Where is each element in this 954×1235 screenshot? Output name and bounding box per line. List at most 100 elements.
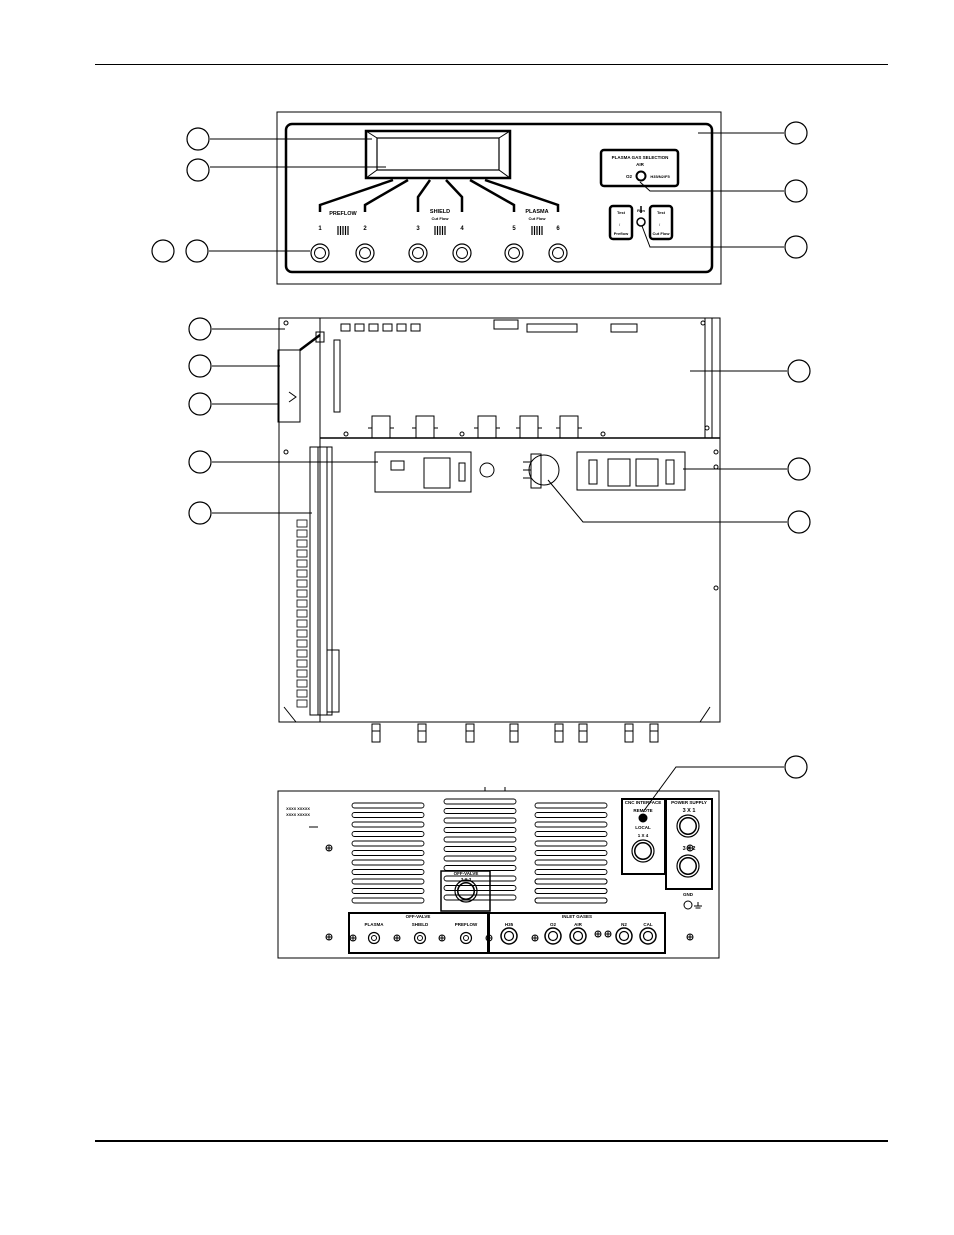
vent-slot: [534, 878, 608, 885]
preflow-label: PREFLOW: [329, 211, 357, 217]
callout-circle: [151, 239, 175, 263]
gauge-number: 1: [318, 226, 322, 232]
callout-circle: [188, 501, 212, 525]
vent-slot: [443, 865, 517, 871]
shield-sub: Cut Flow: [432, 216, 450, 221]
off-valve-port-preflow: PREFLOW: [455, 922, 478, 927]
gas-fitting: [371, 723, 381, 743]
pressure-gauge: [452, 243, 472, 263]
pressure-gauge: [355, 243, 375, 263]
solenoid-valve: [477, 415, 497, 439]
vent-slot: [443, 827, 517, 833]
heatsink-fin: [296, 589, 308, 598]
solenoid-valve: [371, 415, 391, 439]
gas-fitting: [578, 723, 588, 743]
vent-slot: [351, 869, 425, 875]
ps-connector-2: [676, 854, 700, 878]
relay-block: [576, 451, 686, 491]
off-valve-port-plasma: PLASMA: [365, 922, 385, 927]
callout-leader: [547, 479, 787, 523]
cable-clip: [277, 349, 301, 423]
gas-fitting: [554, 723, 564, 743]
pressure-gauge-bezel: [359, 247, 371, 259]
vent-slot: [443, 798, 517, 805]
ps-connector-1-pins: [679, 817, 697, 835]
inlet-port-inner: [618, 930, 630, 942]
inlet-port: [500, 927, 518, 945]
vent-slot: [443, 846, 517, 852]
test-preflow-box: [608, 204, 634, 241]
gauge-number: 4: [460, 226, 464, 232]
vent-slot: [443, 875, 517, 882]
vent-slot: [351, 821, 425, 828]
callout-leader: [641, 225, 784, 248]
inlet-port: [569, 927, 587, 945]
screw: [283, 449, 289, 455]
callout-circle: [188, 392, 212, 416]
rear-screws: [325, 844, 694, 942]
gauge-number: 3: [416, 226, 420, 232]
pressure-gauge-bezel: [314, 247, 326, 259]
inlet-gases-box: [488, 912, 666, 954]
heatsink-fin: [296, 579, 308, 588]
power-supply-box: [665, 798, 713, 890]
cnc-interface-title: CNC INTERFACE: [625, 800, 662, 805]
heatsink-fin: [296, 599, 308, 608]
off-valve-connector-title: OFF-VALVE: [454, 871, 479, 876]
vent-slot: [351, 897, 425, 904]
run-switch[interactable]: [636, 217, 646, 227]
inlet-port-h35: H35: [505, 922, 514, 927]
display-window: [364, 129, 512, 180]
vent-slot: [351, 859, 425, 866]
solenoid-valve: [415, 415, 435, 439]
vent-slot: [534, 802, 608, 809]
heatsink-fin: [296, 629, 308, 638]
heatsink-fin: [296, 659, 308, 668]
vent-slot: [443, 855, 517, 862]
inlet-port-air: AIR: [574, 922, 583, 927]
heatsink-fins: [296, 519, 308, 708]
cnc-remote-local-switch: [638, 813, 648, 823]
off-valve-port-inner: [463, 935, 469, 941]
screw: [713, 464, 719, 470]
cnc-connector: [631, 839, 655, 863]
gnd-symbol: [694, 902, 702, 909]
gas-fitting: [624, 723, 634, 743]
inlet-port-o2: O2: [550, 922, 557, 927]
gauge-number: 6: [556, 226, 560, 232]
vent-slot: [534, 812, 608, 818]
test-preflow-top: Test: [617, 210, 626, 215]
gas-fitting: [649, 723, 659, 743]
callouts: [151, 121, 811, 813]
inlet-port-cal: CAL: [643, 922, 652, 927]
vent-slot: [534, 840, 608, 847]
off-valve-port: [413, 931, 427, 945]
test-cutflow-bottom: Cut Flow: [653, 231, 671, 236]
internal-view: [277, 317, 721, 723]
inlet-port: [615, 927, 633, 945]
adjust-knob: [434, 226, 446, 235]
pressure-gauge-bezel: [508, 247, 520, 259]
inlet-port-n2: N2: [621, 922, 627, 927]
screw: [283, 320, 289, 326]
off-valve-connector-id: 3 X 3: [461, 877, 472, 882]
off-valve-port: [459, 931, 473, 945]
vent-slot: [534, 821, 608, 828]
ps-conn-1-label: 3 X 1: [683, 808, 696, 814]
callout-circle: [188, 354, 212, 378]
gas-selector-knob[interactable]: [635, 170, 647, 182]
vent-slot: [534, 850, 608, 856]
off-valve-connector-pins: [457, 882, 475, 900]
manifold-block: [374, 451, 472, 493]
vent-slot: [351, 840, 425, 847]
bottom-rule: [95, 1140, 888, 1142]
heatsink-fin: [296, 669, 308, 678]
pressure-gauge: [408, 243, 428, 263]
off-valve-port-inner: [371, 935, 377, 941]
adjust-knob: [531, 226, 543, 235]
heatsink-fin: [296, 549, 308, 558]
callout-circle: [784, 235, 808, 259]
heatsink-fin: [296, 529, 308, 538]
vent-slot: [351, 802, 425, 809]
